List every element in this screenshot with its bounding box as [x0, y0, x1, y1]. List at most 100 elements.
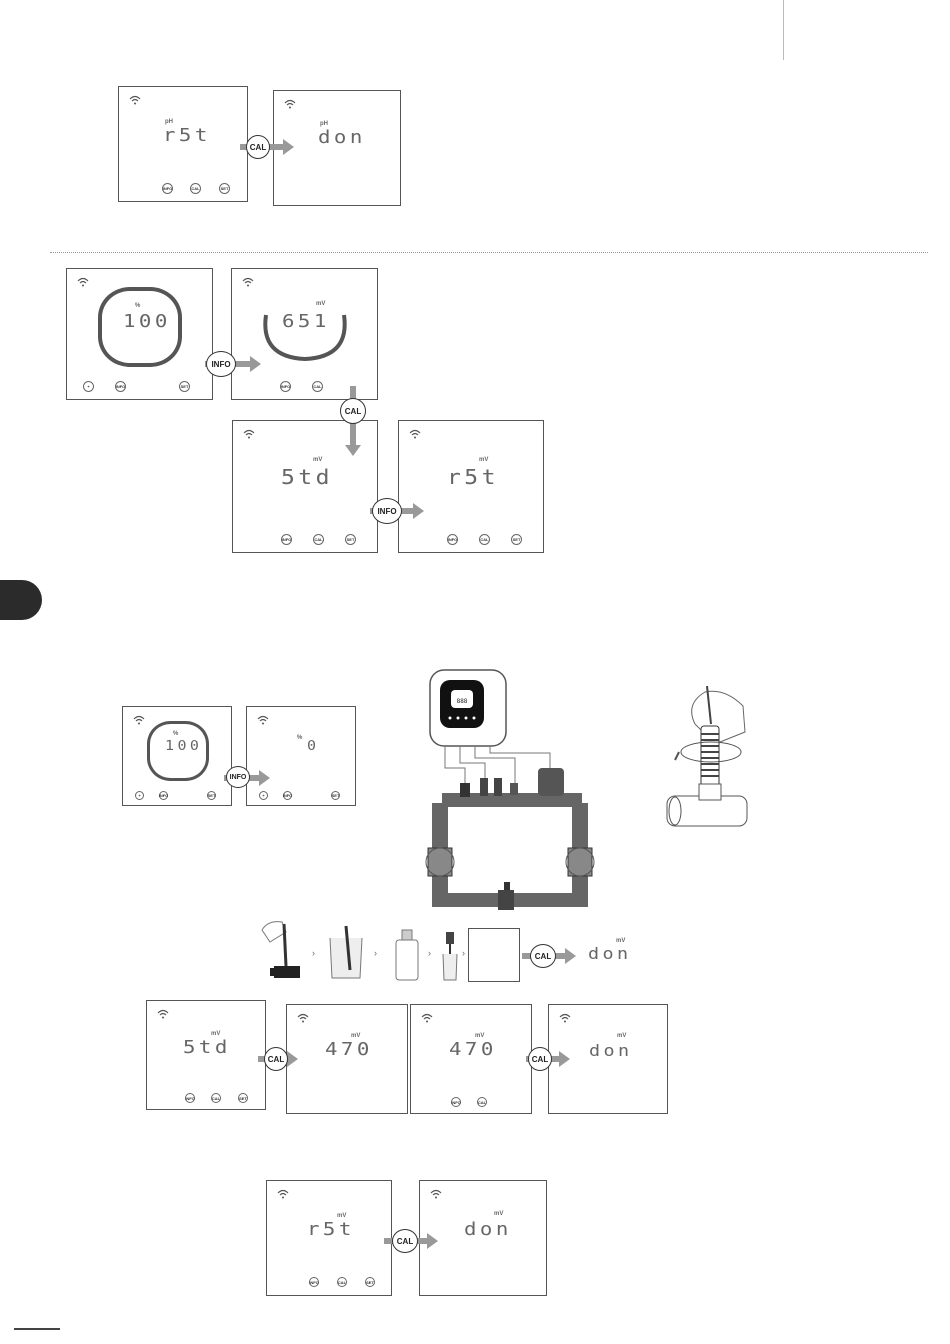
lcd-value: 0: [307, 739, 319, 754]
cal-step-badge: CAL: [264, 1047, 288, 1071]
unit-label: mV: [617, 1033, 626, 1039]
step-arrow-icon: ›: [428, 948, 431, 958]
display-mv-reset: mV r5t INFO CAL SET: [398, 420, 544, 553]
chapter-tab: [0, 580, 42, 620]
wifi-icon: [559, 1013, 571, 1023]
info-button[interactable]: INFO: [185, 1093, 195, 1103]
step-arrow-icon: ›: [312, 948, 315, 958]
cal-button[interactable]: CAL: [477, 1097, 487, 1107]
wifi-icon: [243, 429, 255, 439]
wifi-icon: [277, 1189, 289, 1199]
unit-label: mV: [479, 457, 488, 463]
info-button[interactable]: INFO: [283, 791, 292, 800]
display-percent-100-small: % 100 + INFO SET: [122, 706, 232, 806]
lcd-value: 5td: [183, 1037, 231, 1058]
lcd-value: 100: [165, 739, 202, 754]
info-step-badge: INFO: [372, 498, 402, 524]
unit-label: mV: [316, 301, 325, 307]
step-arrow-icon: ›: [462, 948, 465, 958]
lcd-value: don: [588, 944, 632, 963]
footer-line: [14, 1328, 60, 1330]
wifi-icon: [77, 277, 89, 287]
lcd-value: don: [318, 127, 366, 148]
unit-label: mV: [313, 457, 322, 463]
bottle-icon: [394, 928, 420, 982]
plus-button[interactable]: +: [83, 381, 94, 392]
wifi-icon: [242, 277, 254, 287]
lcd-value: r5t: [163, 125, 211, 146]
cal-button[interactable]: CAL: [312, 381, 323, 392]
info-button[interactable]: INFO: [309, 1277, 319, 1287]
display-mv-reset-2: mV r5t INFO CAL SET: [266, 1180, 392, 1296]
cal-step-badge: CAL: [246, 135, 270, 159]
lcd-value: r5t: [307, 1219, 355, 1240]
set-button[interactable]: SET: [238, 1093, 248, 1103]
lcd-value: 5td: [281, 465, 333, 489]
cal-button[interactable]: CAL: [337, 1277, 347, 1287]
unit-label: %: [297, 735, 302, 741]
lcd-value: 470: [449, 1039, 497, 1060]
step-arrow-icon: ›: [374, 948, 377, 958]
display-percent-100: % 100 + INFO SET: [66, 268, 213, 400]
plus-button[interactable]: +: [135, 791, 144, 800]
display-mv-std-2: mV 5td INFO CAL SET: [146, 1000, 266, 1110]
wifi-icon: [157, 1009, 169, 1019]
wifi-icon: [284, 99, 296, 109]
cal-button[interactable]: CAL: [313, 534, 324, 545]
pipe-manifold-icon: 888: [410, 668, 610, 916]
cal-step-badge: CAL: [340, 398, 366, 424]
wifi-icon: [133, 715, 145, 725]
beaker-icon: [326, 924, 366, 980]
wifi-icon: [297, 1013, 309, 1023]
lcd-value: 470: [325, 1039, 373, 1060]
lcd-value: r5t: [447, 465, 499, 489]
unit-label: %: [135, 303, 140, 309]
section-divider: [50, 252, 928, 253]
wifi-icon: [257, 715, 269, 725]
info-button[interactable]: INFO: [281, 534, 292, 545]
info-button[interactable]: INFO: [447, 534, 458, 545]
lcd-value: 100: [123, 311, 171, 332]
display-mv-done-2: mV don: [419, 1180, 547, 1296]
set-button[interactable]: SET: [207, 791, 216, 800]
info-button[interactable]: INFO: [162, 183, 173, 194]
info-button[interactable]: INFO: [115, 381, 126, 392]
display-mv-651: mV 651 INFO CAL: [231, 268, 378, 400]
cal-button[interactable]: CAL: [479, 534, 490, 545]
info-button[interactable]: INFO: [451, 1097, 461, 1107]
lcd-value: don: [464, 1219, 512, 1240]
wifi-icon: [129, 95, 141, 105]
plus-button[interactable]: +: [259, 791, 268, 800]
lcd-value: don: [589, 1041, 633, 1060]
info-step-badge: INFO: [206, 351, 236, 377]
wifi-icon: [421, 1013, 433, 1023]
cal-button[interactable]: CAL: [190, 183, 201, 194]
margin-line: [783, 0, 784, 60]
info-button[interactable]: INFO: [280, 381, 291, 392]
display-percent-0: % 0 + INFO SET: [246, 706, 356, 806]
set-button[interactable]: SET: [179, 381, 190, 392]
cal-step-badge: CAL: [528, 1047, 552, 1071]
set-button[interactable]: SET: [365, 1277, 375, 1287]
set-button[interactable]: SET: [511, 534, 522, 545]
probe-icon: [256, 916, 306, 982]
display-mv-470: mV 470: [286, 1004, 408, 1114]
svg-text:888: 888: [457, 698, 468, 705]
cal-step-badge: CAL: [530, 944, 556, 968]
display-mv-std: mV 5td INFO CAL SET: [232, 420, 378, 553]
set-button[interactable]: SET: [219, 183, 230, 194]
lcd-value: 651: [282, 311, 330, 332]
cal-step-badge: CAL: [392, 1229, 418, 1253]
set-button[interactable]: SET: [345, 534, 356, 545]
unit-label: %: [173, 731, 178, 737]
blank-display: [468, 928, 520, 982]
display-mv-470-buttons: mV 470 INFO CAL: [410, 1004, 532, 1114]
info-button[interactable]: INFO: [159, 791, 168, 800]
set-button[interactable]: SET: [331, 791, 340, 800]
display-ph-reset: pH r5t INFO CAL SET: [118, 86, 248, 202]
wifi-icon: [430, 1189, 442, 1199]
cal-button[interactable]: CAL: [211, 1093, 221, 1103]
probe-icon: [665, 684, 755, 844]
info-step-badge: INFO: [226, 766, 250, 788]
probe-icon: [440, 930, 460, 982]
